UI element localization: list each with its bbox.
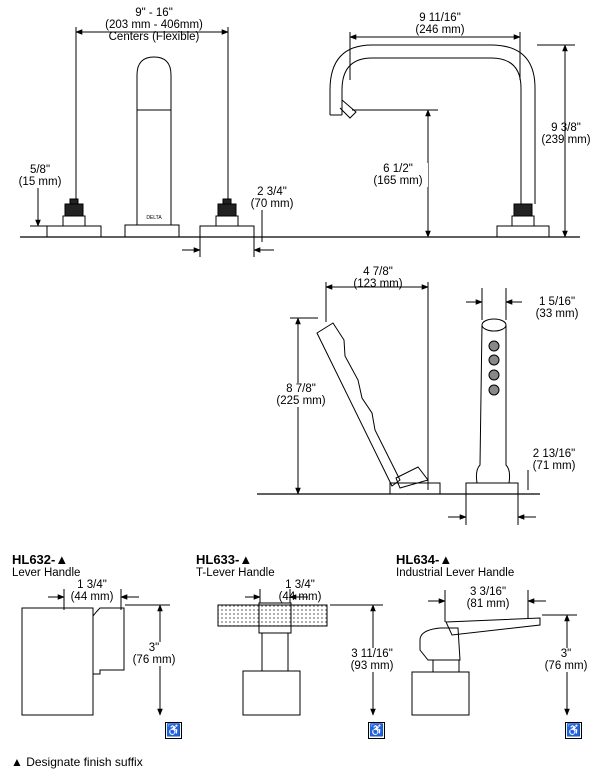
- spray-offset-label: 4 7/8" (123 mm): [353, 266, 403, 290]
- handle-1-height-label: 3" (76 mm): [128, 642, 180, 666]
- ada-icon: ♿: [368, 722, 385, 739]
- spray-height-label: 8 7/8" (225 mm): [266, 383, 336, 407]
- handle-3-width-label: 3 3/16" (81 mm): [466, 586, 510, 610]
- spout-logo: DELTA: [146, 215, 162, 221]
- ada-icon: ♿: [165, 722, 182, 739]
- ada-icon: ♿: [565, 722, 582, 739]
- handle-3-name: Industrial Lever Handle: [396, 567, 515, 579]
- spray-base-label: 2 13/16" (71 mm): [532, 448, 576, 472]
- left-valve-handle: [46, 198, 102, 238]
- handle-1-model: HL632-▲: [12, 552, 69, 567]
- spout-reach-label: 9 11/16" (246 mm): [415, 12, 465, 36]
- handle-3-height-label: 3" (76 mm): [536, 648, 596, 672]
- base-width-label: 2 3/4" (70 mm): [250, 186, 294, 210]
- handle-2-height-label: 3 11/16" (93 mm): [340, 648, 404, 672]
- handle-2-width-label: 1 3/4" (44 mm): [278, 579, 322, 603]
- t-lever-handle-drawing: [217, 602, 328, 716]
- lever-handle-drawing: [21, 607, 125, 716]
- handle-1-width-label: 1 3/4" (44 mm): [70, 579, 114, 603]
- handle-2-model: HL633-▲: [196, 552, 253, 567]
- handle-1-name: Lever Handle: [12, 567, 81, 579]
- footnote: ▲ Designate finish suffix: [11, 755, 143, 769]
- handle-height-label: 5/8" (15 mm): [18, 164, 62, 188]
- handle-2-name: T-Lever Handle: [196, 567, 275, 579]
- spray-diameter-label: 1 5/16" (33 mm): [535, 296, 579, 320]
- industrial-handle-drawing: [411, 617, 541, 716]
- center-spout: [124, 56, 180, 238]
- right-valve-handle: [199, 198, 255, 238]
- spout-height-label: 9 3/8" (239 mm): [541, 122, 591, 146]
- hand-shower: [316, 322, 441, 495]
- handle-3-model: HL634-▲: [396, 552, 453, 567]
- spout-clearance-label: 6 1/2" (165 mm): [368, 163, 428, 187]
- spray-holder: [465, 318, 519, 495]
- tub-spout: [329, 44, 550, 238]
- centers-label: 9" - 16" (203 mm - 406mm) Centers (Flexi…: [105, 7, 203, 43]
